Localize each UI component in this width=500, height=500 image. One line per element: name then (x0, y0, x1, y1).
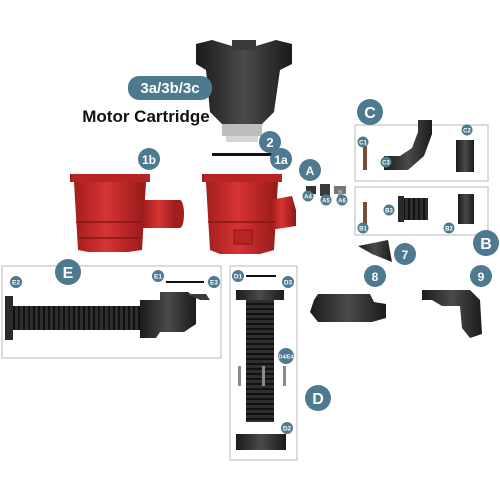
svg-text:E2: E2 (12, 280, 20, 287)
svg-text:C3: C3 (382, 161, 390, 167)
o-ring-2 (212, 153, 276, 156)
label-D4E4: D4/E4 (278, 348, 295, 364)
svg-text:7: 7 (402, 248, 409, 262)
motor-badge: 3a/3b/3c (128, 76, 212, 100)
label-B3: B3 (383, 204, 395, 216)
label-A4: A4 (302, 190, 314, 202)
kit-b-frame (354, 186, 489, 236)
label-C3: C3 (380, 156, 392, 168)
svg-text:8: 8 (372, 270, 379, 284)
label-E3: E3 (208, 276, 220, 288)
svg-text:A4: A4 (304, 195, 312, 201)
part-8 (310, 294, 386, 322)
svg-text:2: 2 (266, 135, 273, 150)
motor-title: Motor Cartridge (82, 107, 210, 126)
label-C2: C2 (461, 124, 473, 136)
label-D3: D3 (282, 276, 294, 288)
label-C1: C1 (357, 136, 369, 148)
svg-text:A6: A6 (338, 199, 346, 205)
kit-c-parts (363, 120, 474, 172)
badge-B: B (473, 230, 499, 256)
svg-text:D4/E4: D4/E4 (278, 355, 294, 361)
badge-9: 9 (470, 265, 492, 287)
svg-text:1a: 1a (274, 153, 288, 167)
label-E2: E2 (10, 276, 22, 288)
svg-text:D: D (312, 391, 324, 408)
label-A6: A6 (336, 194, 348, 206)
badge-1a: 1a (270, 148, 292, 170)
svg-text:1b: 1b (142, 153, 156, 167)
svg-text:B2: B2 (445, 227, 453, 233)
badge-7: 7 (394, 243, 416, 265)
svg-text:E3: E3 (210, 280, 218, 287)
label-B2: B2 (443, 222, 455, 234)
svg-text:C1: C1 (359, 141, 367, 147)
svg-text:C: C (364, 105, 376, 122)
housing-1b (70, 174, 184, 252)
svg-text:A: A (306, 164, 315, 178)
svg-text:B1: B1 (359, 227, 367, 233)
svg-text:3a/3b/3c: 3a/3b/3c (140, 80, 199, 97)
svg-text:B3: B3 (385, 209, 393, 215)
svg-text:D3: D3 (284, 280, 293, 287)
label-D2: D2 (281, 422, 293, 434)
badge-8: 8 (364, 265, 386, 287)
housing-1a (202, 174, 296, 254)
label-A5: A5 (320, 194, 332, 206)
part-7 (358, 240, 392, 262)
motor-cartridge (196, 40, 292, 142)
svg-text:B: B (480, 236, 492, 253)
badge-D: D (305, 385, 331, 411)
svg-text:A5: A5 (322, 199, 330, 205)
kit-b-parts (363, 194, 474, 224)
kit-d-frame (229, 265, 298, 461)
svg-text:E: E (63, 265, 74, 282)
kit-d-parts (236, 275, 286, 450)
part-9 (422, 290, 482, 338)
badge-C: C (357, 99, 383, 125)
svg-text:C2: C2 (463, 129, 471, 135)
svg-text:D1: D1 (234, 274, 243, 281)
svg-text:E1: E1 (154, 274, 162, 281)
label-E1: E1 (152, 270, 164, 282)
kit-e-parts (5, 281, 210, 340)
badge-A: A (299, 159, 321, 181)
svg-text:D2: D2 (283, 426, 292, 433)
label-D1: D1 (232, 270, 244, 282)
badge-1b: 1b (138, 148, 160, 170)
badge-E: E (55, 259, 81, 285)
badge-2: 2 (259, 131, 281, 153)
label-B1: B1 (357, 222, 369, 234)
kit-e-frame (1, 265, 222, 359)
svg-text:9: 9 (478, 270, 485, 284)
